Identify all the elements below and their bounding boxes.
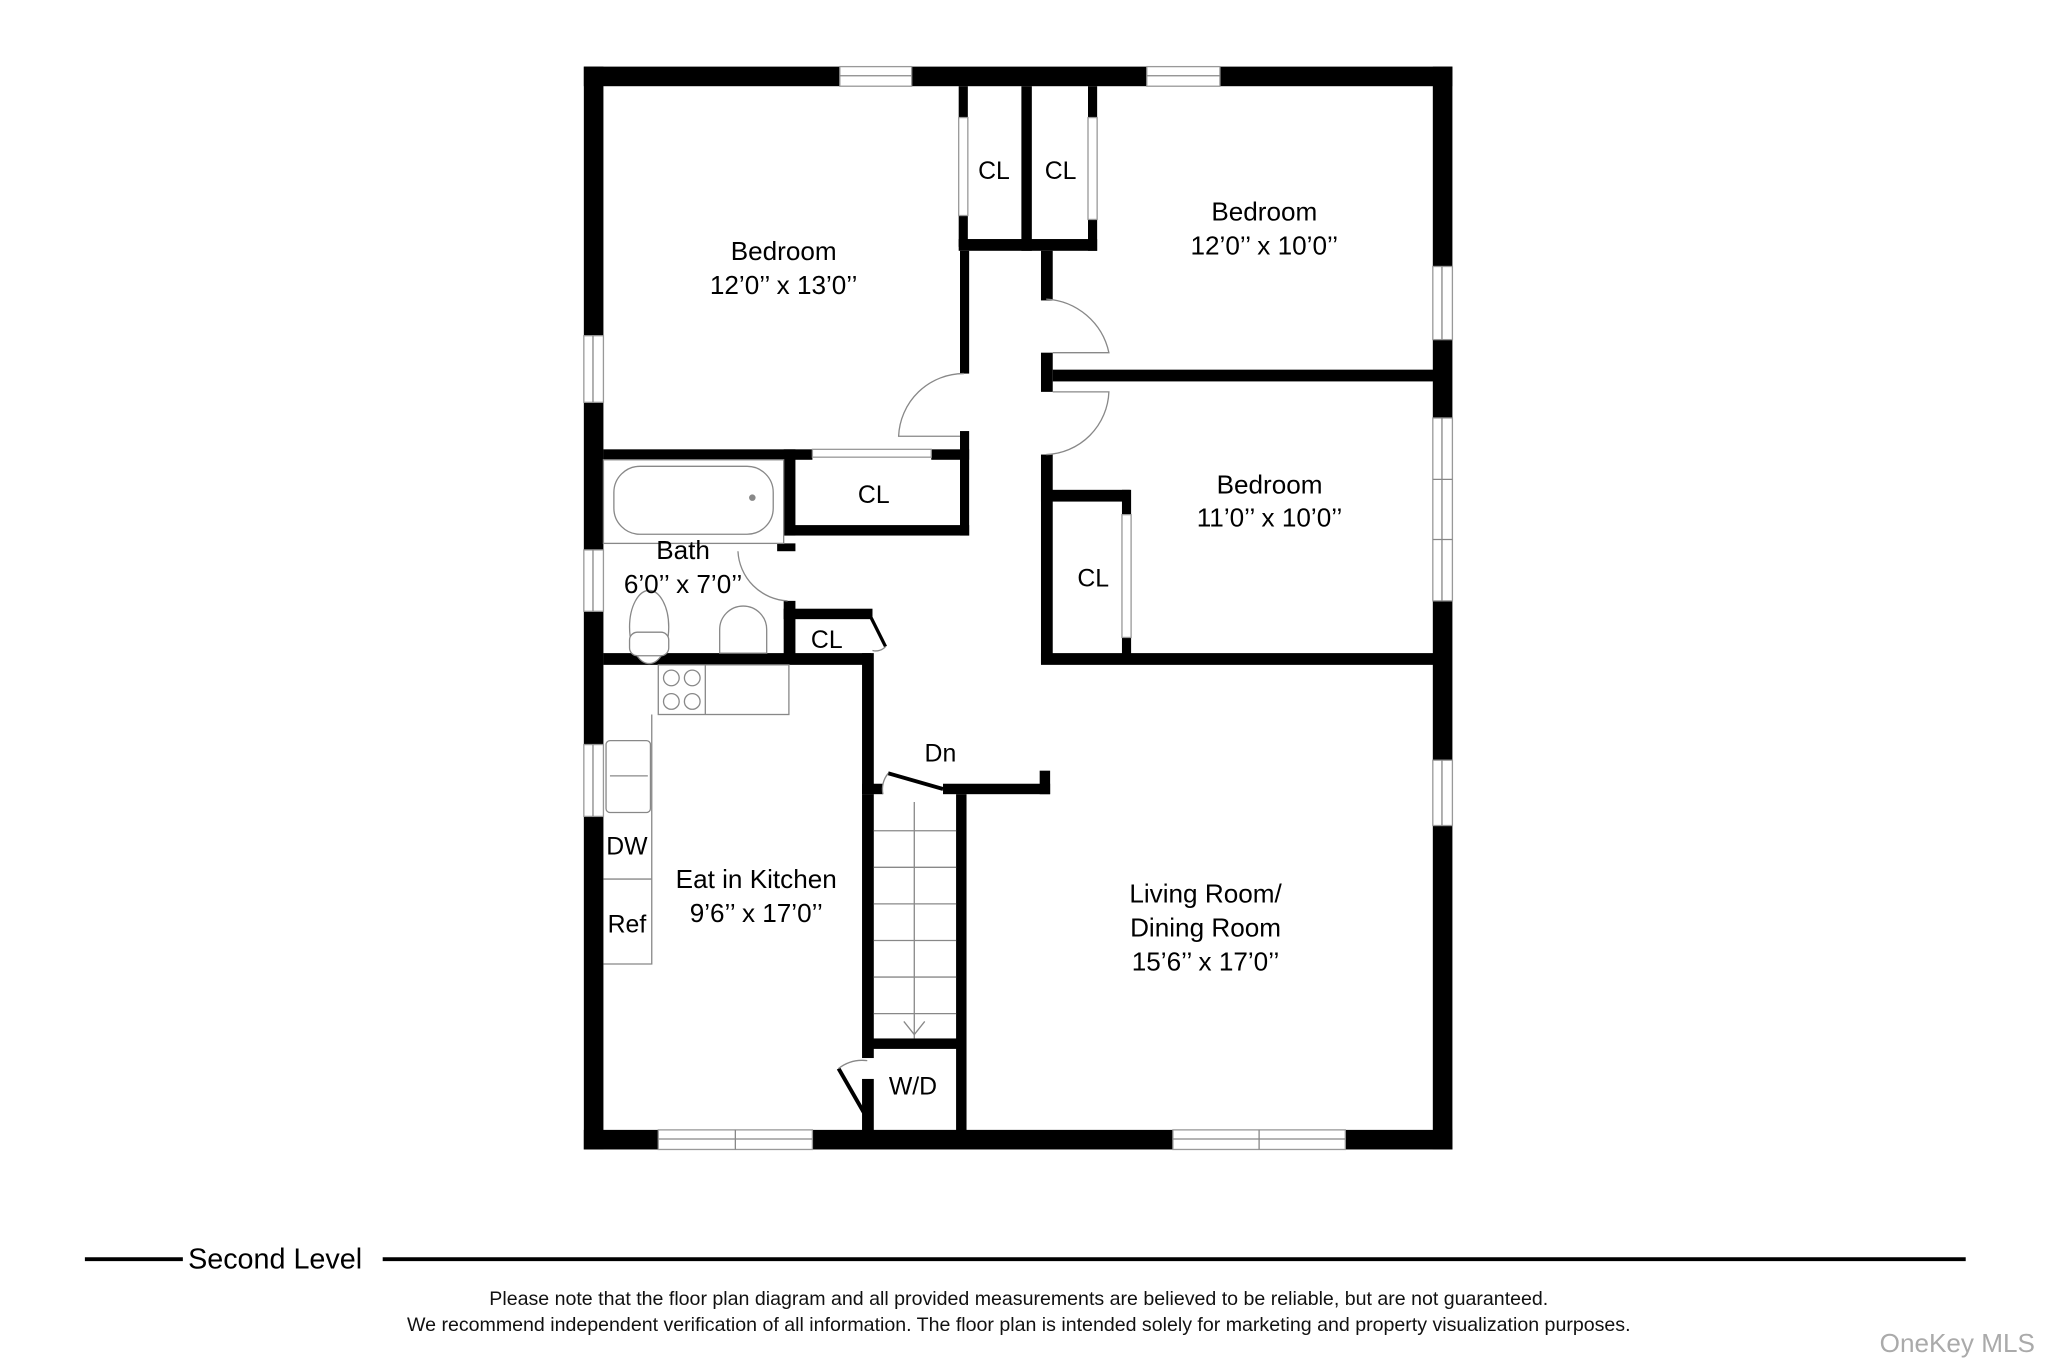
- closet-label: CL: [811, 627, 843, 654]
- room-name-kitchen: Eat in Kitchen: [676, 864, 837, 894]
- room-size-living: 15’6’’ x 17’0’’: [1132, 947, 1280, 977]
- room-name-bedroom-3: Bedroom: [1217, 470, 1323, 500]
- room-size-kitchen: 9’6’’ x 17’0’’: [690, 898, 823, 928]
- doors: [737, 116, 1132, 1122]
- room-size-bedroom-2: 12’0’’ x 10’0’’: [1191, 231, 1339, 261]
- closet-label: CL: [858, 482, 890, 509]
- room-name-living-line2: Dining Room: [1130, 913, 1281, 943]
- room-name-bath: Bath: [656, 535, 710, 565]
- stairs-down-label: Dn: [925, 741, 957, 768]
- closet-label: CL: [1077, 565, 1109, 592]
- disclaimer-line-2: We recommend independent verification of…: [407, 1314, 1631, 1336]
- interior-walls: [603, 86, 1437, 1132]
- room-size-bedroom-3: 11’0’’ x 10’0’’: [1197, 502, 1343, 532]
- room-name-living-line1: Living Room/: [1129, 879, 1282, 909]
- room-name-bedroom-2: Bedroom: [1211, 197, 1317, 227]
- dishwasher-label: DW: [606, 833, 648, 860]
- room-name-bedroom-1: Bedroom: [731, 236, 837, 266]
- fixtures: [602, 459, 957, 1039]
- refrigerator-label: Ref: [608, 912, 647, 939]
- room-size-bath: 6’0’’ x 7’0’’: [624, 569, 743, 599]
- closet-label: CL: [1045, 158, 1077, 185]
- washer-dryer-label: W/D: [889, 1074, 937, 1101]
- closet-label: CL: [978, 158, 1010, 185]
- level-label: Second Level: [188, 1243, 362, 1275]
- exterior-walls: [583, 66, 1453, 1150]
- room-size-bedroom-1: 12’0’’ x 13’0’’: [710, 270, 858, 300]
- windows: [583, 65, 1454, 1151]
- staircase: [873, 802, 957, 1039]
- disclaimer-line-1: Please note that the floor plan diagram …: [489, 1288, 1548, 1310]
- watermark: OneKey MLS: [1880, 1328, 2035, 1358]
